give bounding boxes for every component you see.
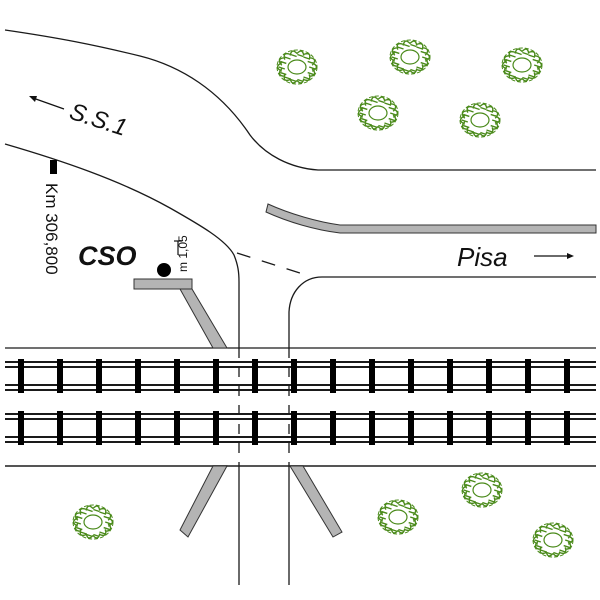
- sleeper: [564, 411, 570, 445]
- bush-icon: [276, 49, 318, 85]
- dashed-lane-line: [236, 252, 307, 276]
- railway-tracks: [5, 359, 596, 445]
- sleeper: [174, 411, 180, 445]
- vegetation: [72, 39, 574, 558]
- sleeper: [369, 411, 375, 445]
- bush-icon: [459, 102, 501, 138]
- sleeper: [291, 411, 297, 445]
- sleeper: [525, 411, 531, 445]
- road-edge-lower: [4, 143, 240, 348]
- road-edge-pisa-lower: [288, 276, 596, 348]
- barrier-northwest-arm: [179, 288, 228, 349]
- sleeper: [330, 359, 336, 393]
- sleeper: [291, 359, 297, 393]
- sleeper: [96, 359, 102, 393]
- sleeper: [369, 359, 375, 393]
- bush-icon: [72, 504, 114, 540]
- road-edge-upper: [4, 29, 596, 171]
- sleeper: [174, 359, 180, 393]
- sleeper: [486, 359, 492, 393]
- sleeper: [447, 411, 453, 445]
- bush-icon: [357, 95, 399, 131]
- sleeper: [135, 411, 141, 445]
- sleeper: [213, 411, 219, 445]
- road-label-ss1: S.S.1: [66, 98, 130, 142]
- track-2: [5, 411, 596, 445]
- sleeper: [330, 411, 336, 445]
- kilometer-post-icon: [50, 160, 57, 174]
- arrow-left-head: [29, 96, 37, 102]
- sleeper: [564, 359, 570, 393]
- traffic-island: [265, 203, 597, 234]
- barrier-southwest-arm: [179, 465, 228, 538]
- sleeper: [252, 359, 258, 393]
- station-label-cso: CSO: [78, 241, 137, 271]
- height-annotation: m 1,05: [176, 235, 190, 272]
- track-1: [5, 359, 596, 393]
- barrier-southeast-arm: [289, 465, 343, 538]
- sleeper: [96, 411, 102, 445]
- height-t-marker-icon: [174, 240, 182, 255]
- bush-icon: [501, 47, 543, 83]
- bush-icon: [532, 522, 574, 558]
- sleeper: [18, 359, 24, 393]
- sleeper: [57, 359, 63, 393]
- sleeper: [447, 359, 453, 393]
- arrow-left-icon: [32, 97, 65, 110]
- bush-icon: [389, 39, 431, 75]
- kilometer-label: Km 306,800: [42, 183, 61, 275]
- sleeper: [408, 411, 414, 445]
- sleeper: [213, 359, 219, 393]
- sleeper: [525, 359, 531, 393]
- sleeper: [18, 411, 24, 445]
- sleeper: [486, 411, 492, 445]
- arrow-right-head: [567, 253, 574, 259]
- sleeper: [252, 411, 258, 445]
- sleeper: [135, 359, 141, 393]
- sleeper: [408, 359, 414, 393]
- barrier-northwest-platform: [133, 278, 193, 290]
- bush-icon: [377, 499, 419, 535]
- road-label-pisa: Pisa: [457, 242, 508, 272]
- sleeper: [57, 411, 63, 445]
- bush-icon: [461, 472, 503, 508]
- control-station-dot-icon: [157, 263, 171, 277]
